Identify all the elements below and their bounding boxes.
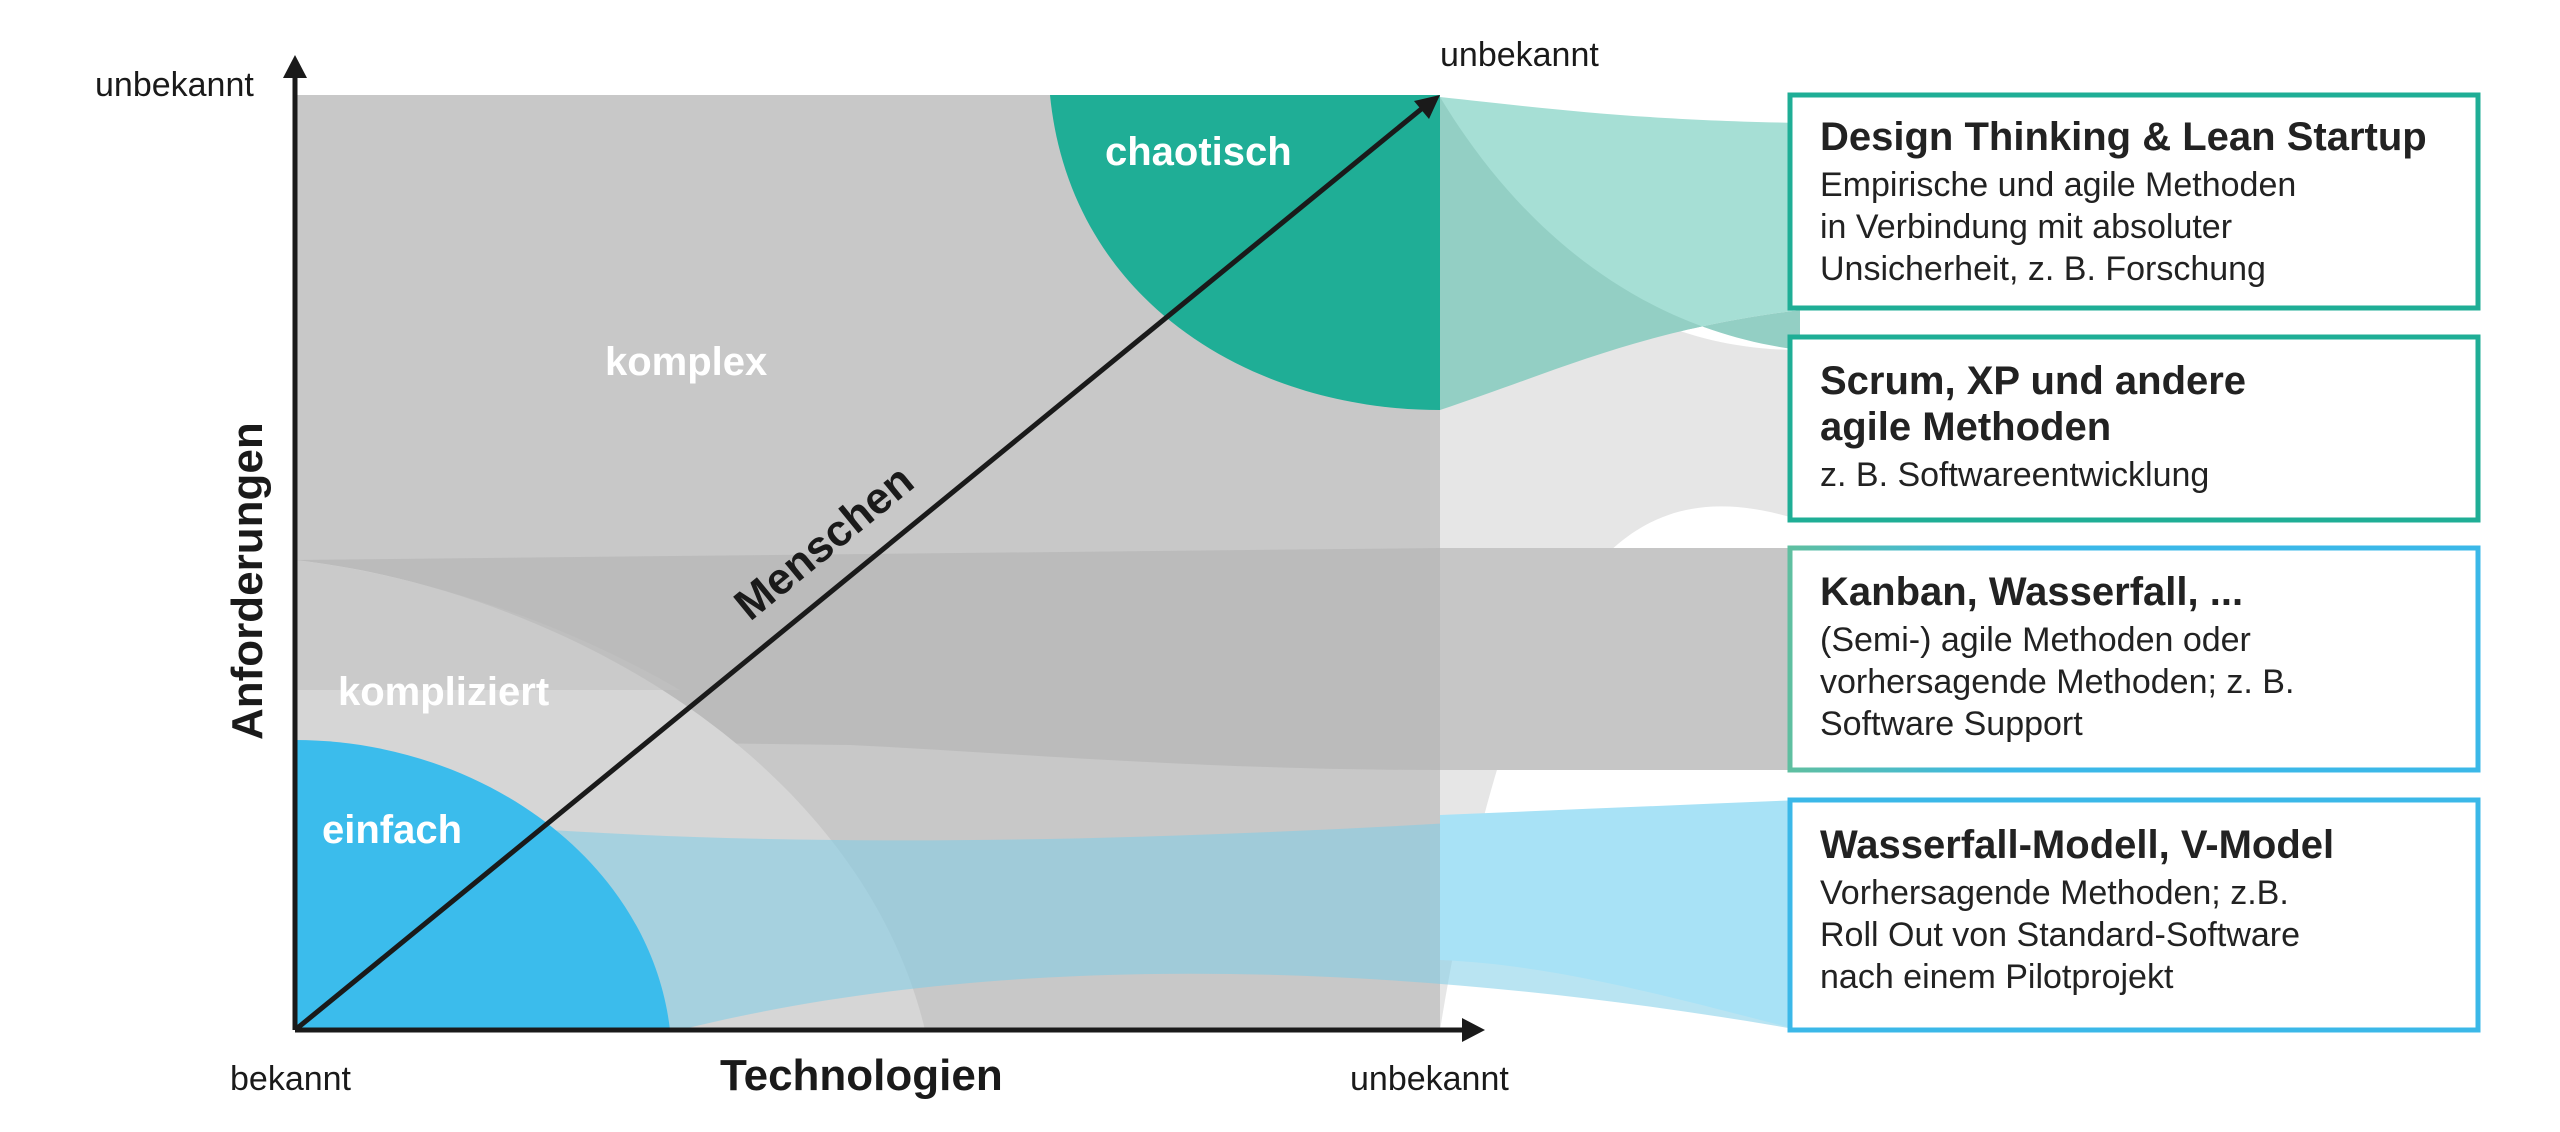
- simple-zone: [295, 740, 670, 1030]
- x-axis-arrow: [1462, 1018, 1485, 1042]
- complex-label: komplex: [605, 340, 767, 384]
- method-box-title: Scrum, XP und andere: [1820, 359, 2246, 403]
- method-box-body: Empirische und agile Methoden: [1820, 166, 2296, 204]
- method-box-scrum: Scrum, XP und andere agile Methoden z. B…: [1787, 334, 2481, 523]
- method-box-body: Roll Out von Standard-Software: [1820, 916, 2300, 954]
- y-axis-arrow: [283, 55, 307, 78]
- method-box-waterfall: Wasserfall-Modell, V-Model Vorhersagende…: [1787, 797, 2481, 1033]
- method-box-body: z. B. Softwareentwicklung: [1820, 456, 2209, 494]
- method-box-body: (Semi-) agile Methoden oder: [1820, 621, 2251, 659]
- method-box-border: [1787, 545, 2481, 773]
- x-axis-title: Technologien: [720, 1051, 1003, 1100]
- y-axis-top-label: unbekannt: [95, 66, 254, 104]
- method-box-body: Software Support: [1820, 705, 2083, 743]
- method-box-border: [1787, 92, 2481, 311]
- method-box-body: nach einem Pilotprojekt: [1820, 958, 2174, 996]
- kanban-overlay: [295, 560, 680, 690]
- method-box-body: in Verbindung mit absoluter: [1820, 208, 2232, 246]
- method-box-border: [1787, 334, 2481, 523]
- method-box-body: vorhersagende Methoden; z. B.: [1820, 663, 2294, 701]
- flow-waterfall: [295, 800, 1800, 1030]
- diagonal-axis-arrow: [1414, 95, 1440, 119]
- x-axis-right-label: unbekannt: [1350, 1060, 1509, 1098]
- method-box-title: Kanban, Wasserfall, ...: [1820, 570, 2243, 614]
- flow-overlap: [1440, 97, 1800, 410]
- method-box-kanban: Kanban, Wasserfall, ... (Semi-) agile Me…: [1787, 545, 2481, 773]
- flow-kanban: [1440, 548, 1800, 770]
- diagonal-axis: [293, 104, 1427, 1032]
- origin-label: bekannt: [230, 1060, 352, 1098]
- method-box-body: Unsicherheit, z. B. Forschung: [1820, 250, 2266, 288]
- chaotic-label: chaotisch: [1105, 130, 1292, 174]
- method-box-design-thinking: Design Thinking & Lean Startup Empirisch…: [1787, 92, 2481, 311]
- complicated-label: kompliziert: [338, 670, 549, 714]
- y-axis-title: Anforderungen: [223, 422, 272, 740]
- method-box-title: Wasserfall-Modell, V-Model: [1820, 823, 2334, 867]
- diagonal-end-label: unbekannt: [1440, 36, 1599, 74]
- method-box-title: agile Methoden: [1820, 405, 2111, 449]
- method-box-body: Vorhersagende Methoden; z.B.: [1820, 874, 2289, 912]
- method-box-title: Design Thinking & Lean Startup: [1820, 115, 2427, 159]
- simple-label: einfach: [322, 808, 462, 852]
- method-box-border: [1787, 797, 2481, 1033]
- flow-waterfall-right: [1440, 800, 1800, 1030]
